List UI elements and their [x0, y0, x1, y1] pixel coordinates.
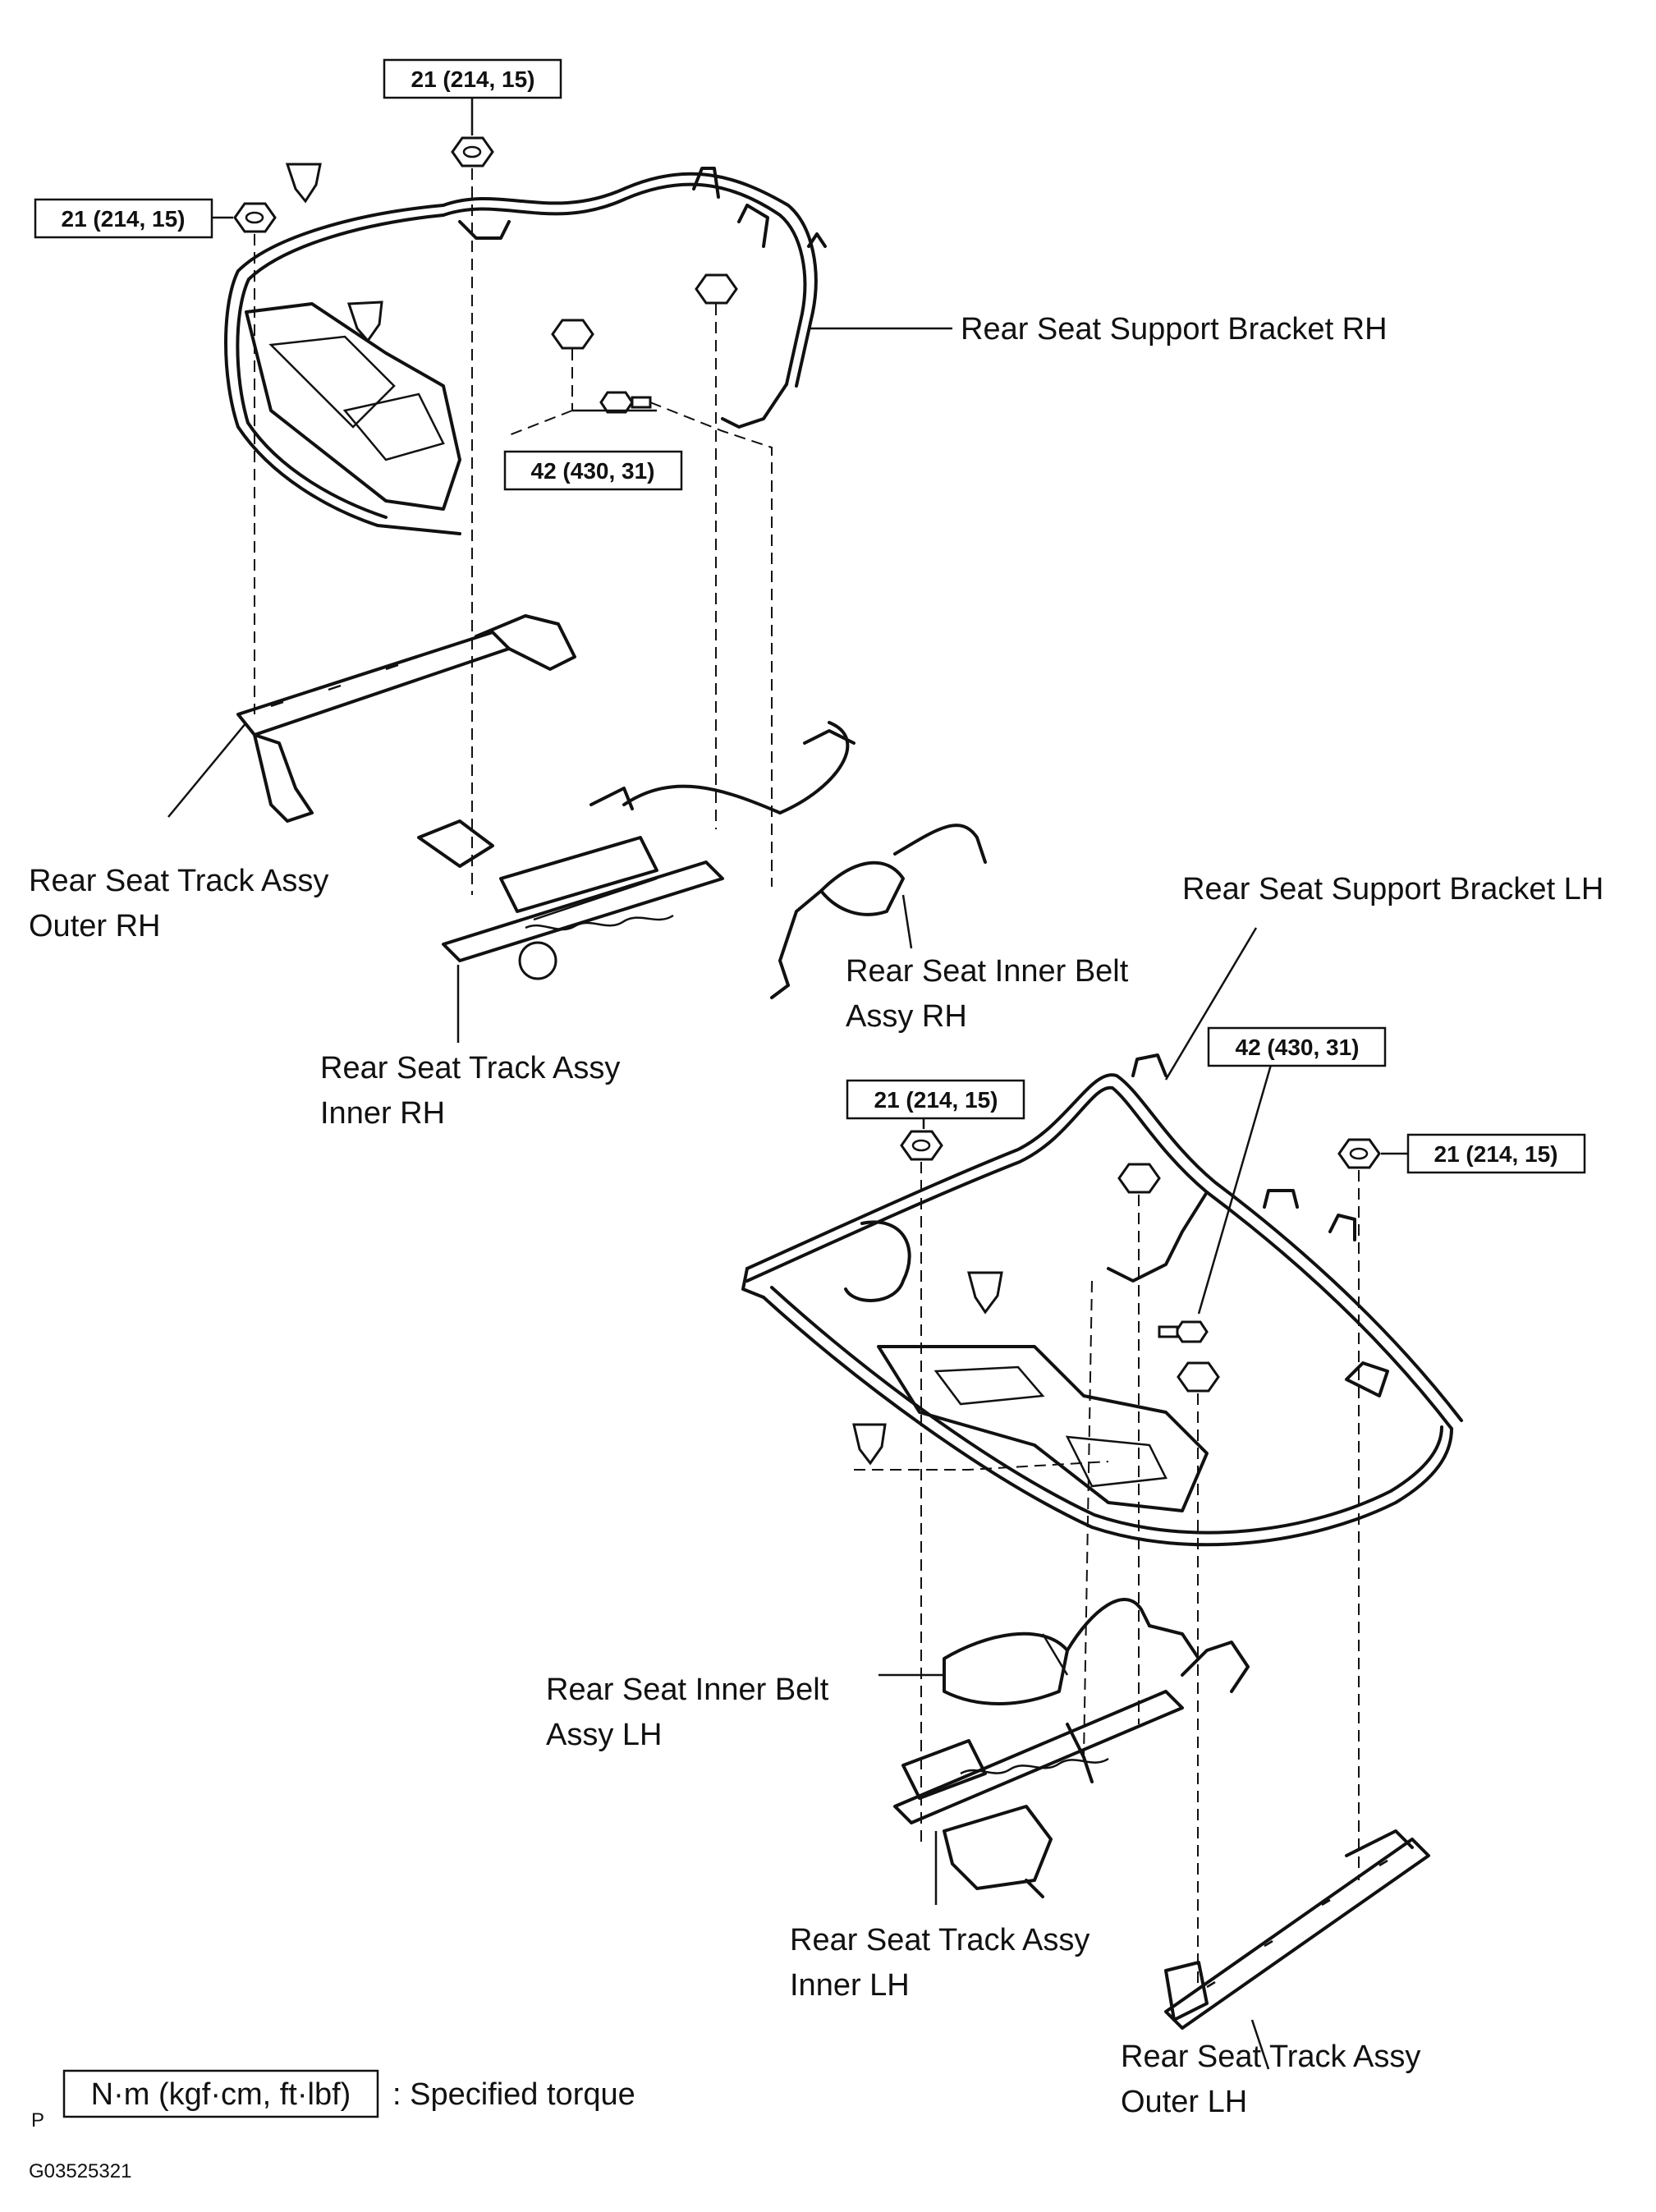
- legend: N·m (kgf·cm, ft·lbf) : Specified torque: [62, 2069, 635, 2118]
- alignment-lines-lh: [854, 1162, 1360, 1987]
- track-inner-lh-drawing: [893, 1641, 1250, 1898]
- nut-rh-left-icon: [233, 202, 277, 233]
- label-track-outer-rh-line1: Rear Seat Track Assy: [29, 864, 328, 898]
- nut-rh-top-icon: [451, 136, 494, 168]
- label-track-outer-lh-line1: Rear Seat Track Assy: [1121, 2040, 1420, 2074]
- torque-box-lh-left: 21 (214, 15): [846, 1079, 1025, 1120]
- track-outer-lh-drawing: [1164, 1829, 1430, 2030]
- label-belt-lh-line2: Assy LH: [546, 1718, 662, 1752]
- track-outer-rh-drawing: [236, 614, 576, 823]
- figure-code: G03525321: [29, 2160, 131, 2182]
- nut-rh-right-icon: [695, 273, 738, 305]
- torque-value: 21 (214, 15): [1434, 1141, 1558, 1167]
- torque-box-rh-top: 21 (214, 15): [383, 58, 562, 99]
- torque-value: 42 (430, 31): [531, 458, 655, 484]
- support-bracket-rh-drawing: [224, 167, 827, 535]
- nut-lh-mid-icon: [1117, 1163, 1161, 1194]
- clip-rh-2-icon: [346, 301, 383, 343]
- track-inner-rh-drawing: [417, 721, 850, 980]
- label-track-inner-lh-line2: Inner LH: [790, 1968, 910, 2003]
- legend-unit: N·m (kgf·cm, ft·lbf): [91, 2077, 351, 2112]
- torque-value: 21 (214, 15): [874, 1087, 998, 1113]
- footer-prefix: P: [31, 2109, 44, 2132]
- torque-box-lh-bolt: 42 (430, 31): [1207, 1026, 1387, 1067]
- nut-lh-right-icon: [1337, 1138, 1381, 1169]
- label-belt-rh-line2: Assy RH: [846, 999, 967, 1034]
- nut-rh-mid-icon: [551, 319, 594, 350]
- label-belt-rh-line1: Rear Seat Inner Belt: [846, 954, 1129, 989]
- label-track-outer-rh-line2: Outer RH: [29, 909, 160, 943]
- torque-box-lh-right: 21 (214, 15): [1406, 1133, 1586, 1174]
- label-support-bracket-rh: Rear Seat Support Bracket RH: [961, 312, 1388, 346]
- alignment-lines-rh: [254, 168, 773, 895]
- bolt-rh-icon: [599, 391, 652, 414]
- nut-lh-lower-icon: [1177, 1361, 1220, 1393]
- nut-lh-left-icon: [900, 1130, 943, 1161]
- label-track-inner-lh-line1: Rear Seat Track Assy: [790, 1923, 1089, 1957]
- torque-box-rh-left: 21 (214, 15): [34, 198, 213, 239]
- torque-value: 42 (430, 31): [1236, 1035, 1360, 1060]
- label-track-inner-rh-line1: Rear Seat Track Assy: [320, 1051, 620, 1085]
- label-track-outer-lh-line2: Outer LH: [1121, 2085, 1247, 2119]
- inner-belt-rh-drawing: [770, 729, 987, 999]
- inner-belt-lh-drawing: [943, 1598, 1200, 1705]
- clip-lh-1-icon: [967, 1271, 1003, 1315]
- torque-box-rh-bolt: 42 (430, 31): [503, 450, 683, 491]
- legend-description: : Specified torque: [392, 2077, 635, 2112]
- clip-rh-1-icon: [285, 163, 322, 204]
- leader-lines: [167, 88, 1408, 2070]
- support-bracket-lh-drawing: [741, 1053, 1463, 1547]
- label-belt-lh-line1: Rear Seat Inner Belt: [546, 1673, 829, 1707]
- label-track-inner-rh-line2: Inner RH: [320, 1096, 445, 1131]
- label-support-bracket-lh: Rear Seat Support Bracket LH: [1182, 872, 1603, 906]
- clip-lh-2-icon: [852, 1423, 887, 1466]
- torque-value: 21 (214, 15): [411, 67, 535, 92]
- bolt-lh-icon: [1158, 1320, 1209, 1343]
- torque-value: 21 (214, 15): [62, 206, 186, 232]
